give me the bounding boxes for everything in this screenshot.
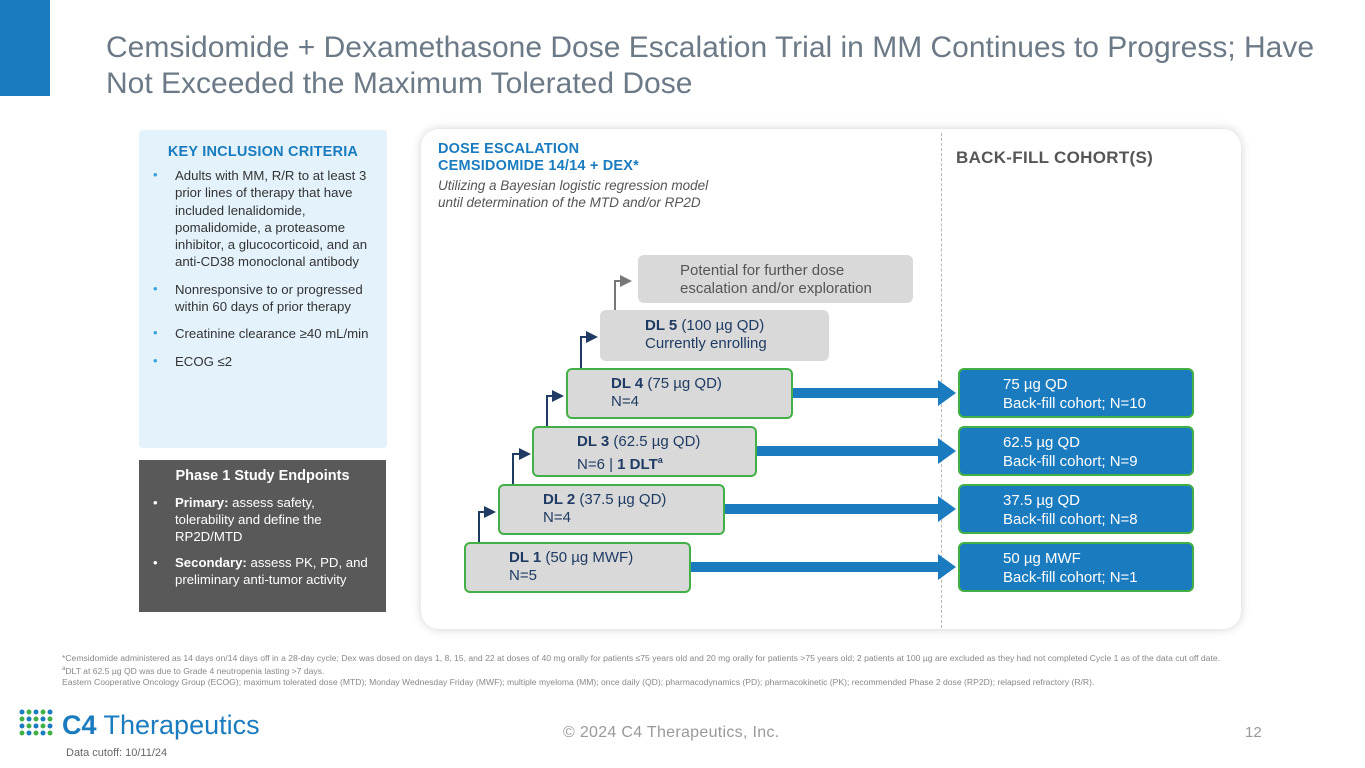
cohort-detail: Back-fill cohort; N=10 [1003,395,1146,412]
footnote-line: Eastern Cooperative Oncology Group (ECOG… [62,676,1095,687]
bullet-icon: • [153,555,158,570]
dose-escalation-header: DOSE ESCALATION CEMSIDOMIDE 14/14 + DEX*… [438,141,708,211]
footnote-line: aDLT at 62.5 µg QD was due to Grade 4 ne… [62,664,1292,677]
primary-label: Primary: [175,495,229,510]
secondary-label: Secondary: [175,555,247,570]
step-connector-lines [478,331,598,544]
subtitle-line: Utilizing a Bayesian logistic regression… [438,178,709,193]
page-number: 12 [1245,724,1262,741]
footnotes: *Cemsidomide administered as 14 days on/… [62,653,1292,688]
step-line-3-4 [546,390,564,427]
dashed-divider [941,133,942,628]
list-item: • ECOG ≤2 [153,353,373,370]
list-item: • Secondary: assess PK, PD, and prelimina… [151,554,374,588]
further-line: Potential for further dose [680,262,845,279]
list-item: • Adults with MM, R/R to at least 3 prior… [153,167,373,271]
cohort-dose: 62.5 µg QD [1003,434,1081,451]
dose-level-dose: (50 µg MWF) [541,549,634,566]
bullet-icon: • [153,495,158,510]
dose-level-dose: (100 µg QD) [677,317,765,334]
backfill-cohort-box: 37.5 µg QD Back-fill cohort; N=8 [958,484,1194,534]
dose-level-4-box: DL 4 (75 µg QD)N=4 [566,368,793,419]
step-line-1-2 [478,506,496,544]
cohort-dose: 50 µg MWF [1003,550,1081,567]
list-item: • Creatinine clearance ≥40 mL/min [153,325,373,342]
backfill-arrow-dl1 [691,554,956,580]
dose-escalation-heading: DOSE ESCALATION [438,141,580,157]
backfill-cohort-box: 62.5 µg QD Back-fill cohort; N=9 [958,426,1194,476]
dose-level-n: N=4 [611,393,639,410]
dose-level-n: N=6 | [577,456,618,473]
dose-level-3-box: DL 3 (62.5 µg QD) N=6 | 1 DLTa [532,426,757,477]
footnote-marker: a [62,666,66,672]
cohort-detail: Back-fill cohort; N=8 [1003,511,1138,528]
dose-level-label: DL 1 [509,549,542,566]
list-item-text: Adults with MM, R/R to at least 3 prior … [175,168,368,270]
cohort-dose: 37.5 µg QD [1003,492,1081,509]
data-cutoff: Data cutoff: 10/11/24 [66,747,168,759]
list-item-text: Nonresponsive to or progressed within 60… [175,281,363,315]
dose-level-label: DL 5 [645,317,678,334]
copyright: © 2024 C4 Therapeutics, Inc. [563,724,780,741]
page-title: Cemsidomide + Dexamethasone Dose Escalat… [106,31,1315,100]
list-item: • Nonresponsive to or progressed within 6… [153,281,373,316]
c4-logo-icon [19,709,53,736]
step-line-5-further [614,275,632,310]
bullet-icon: • [153,325,158,341]
cohort-detail: Back-fill cohort; N=9 [1003,453,1138,470]
bullet-icon: • [153,280,158,296]
study-endpoints-panel: Phase 1 Study Endpoints • Primary: assess… [139,460,386,612]
inclusion-list: • Adults with MM, R/R to at least 3 prior… [153,167,373,370]
dose-level-label: DL 4 [611,375,644,392]
inclusion-criteria-panel: KEY INCLUSION CRITERIA • Adults with MM, … [139,130,387,448]
dose-level-label: DL 2 [543,491,576,508]
logo-name: Therapeutics [96,710,260,740]
dose-level-n: N=5 [509,567,537,584]
c4-logo-wordmark: C4 Therapeutics [62,709,260,741]
subtitle-line: until determination of the MTD and/or RP… [438,195,701,210]
accent-bar [0,0,50,96]
backfill-arrow-dl4 [793,380,956,406]
dlt-footnote-marker: a [657,455,663,465]
dlt-count: 1 DLT [617,456,658,473]
cohort-dose: 75 µg QD [1003,376,1068,393]
endpoints-list: • Primary: assess safety, tolerability an… [151,494,374,588]
dose-level-2-box: DL 2 (37.5 µg QD)N=4 [498,484,725,535]
dose-level-1-box: DL 1 (50 µg MWF)N=5 [464,542,691,593]
dose-level-dose: (75 µg QD) [643,375,722,392]
further-line: escalation and/or exploration [680,280,872,297]
dose-level-5-box: DL 5 (100 µg QD)Currently enrolling [600,310,829,361]
regimen-heading: CEMSIDOMIDE 14/14 + DEX* [438,158,640,174]
dose-level-dose: (62.5 µg QD) [609,433,701,450]
step-line-2-3 [512,448,531,485]
dose-level-dose: (37.5 µg QD) [575,491,667,508]
backfill-cohort-box: 50 µg MWF Back-fill cohort; N=1 [958,542,1194,592]
dose-level-status: Currently enrolling [645,335,767,352]
bullet-icon: • [153,352,158,368]
footnote-text: DLT at 62.5 µg QD was due to Grade 4 neu… [65,665,325,676]
list-item-text: ECOG ≤2 [175,353,233,369]
backfill-cohort-box: 75 µg QD Back-fill cohort; N=10 [958,368,1194,418]
backfill-arrow-dl3 [757,438,956,464]
inclusion-heading: KEY INCLUSION CRITERIA [167,144,359,160]
list-item-text: Creatinine clearance ≥40 mL/min [175,326,369,342]
step-line-4-5 [580,331,598,369]
backfill-heading: BACK-FILL COHORT(S) [956,148,1154,167]
endpoints-heading: Phase 1 Study Endpoints [175,468,350,484]
footnote-line: *Cemsidomide administered as 14 days on/… [62,653,1221,663]
dose-level-label: DL 3 [577,433,610,450]
list-item: • Primary: assess safety, tolerability an… [151,494,374,545]
model-subtitle: Utilizing a Bayesian logistic regression… [438,177,708,211]
bullet-icon: • [153,167,158,182]
cohort-detail: Back-fill cohort; N=1 [1003,569,1138,586]
dose-level-n: N=4 [543,509,571,526]
backfill-arrow-dl2 [725,496,956,522]
secondary-text: assess PK, PD, and preliminary anti-tumo… [175,555,368,587]
backfill-arrows [691,380,956,580]
primary-text: assess safety, tolerability and define t… [175,495,322,544]
logo-c4: C4 [62,710,97,740]
